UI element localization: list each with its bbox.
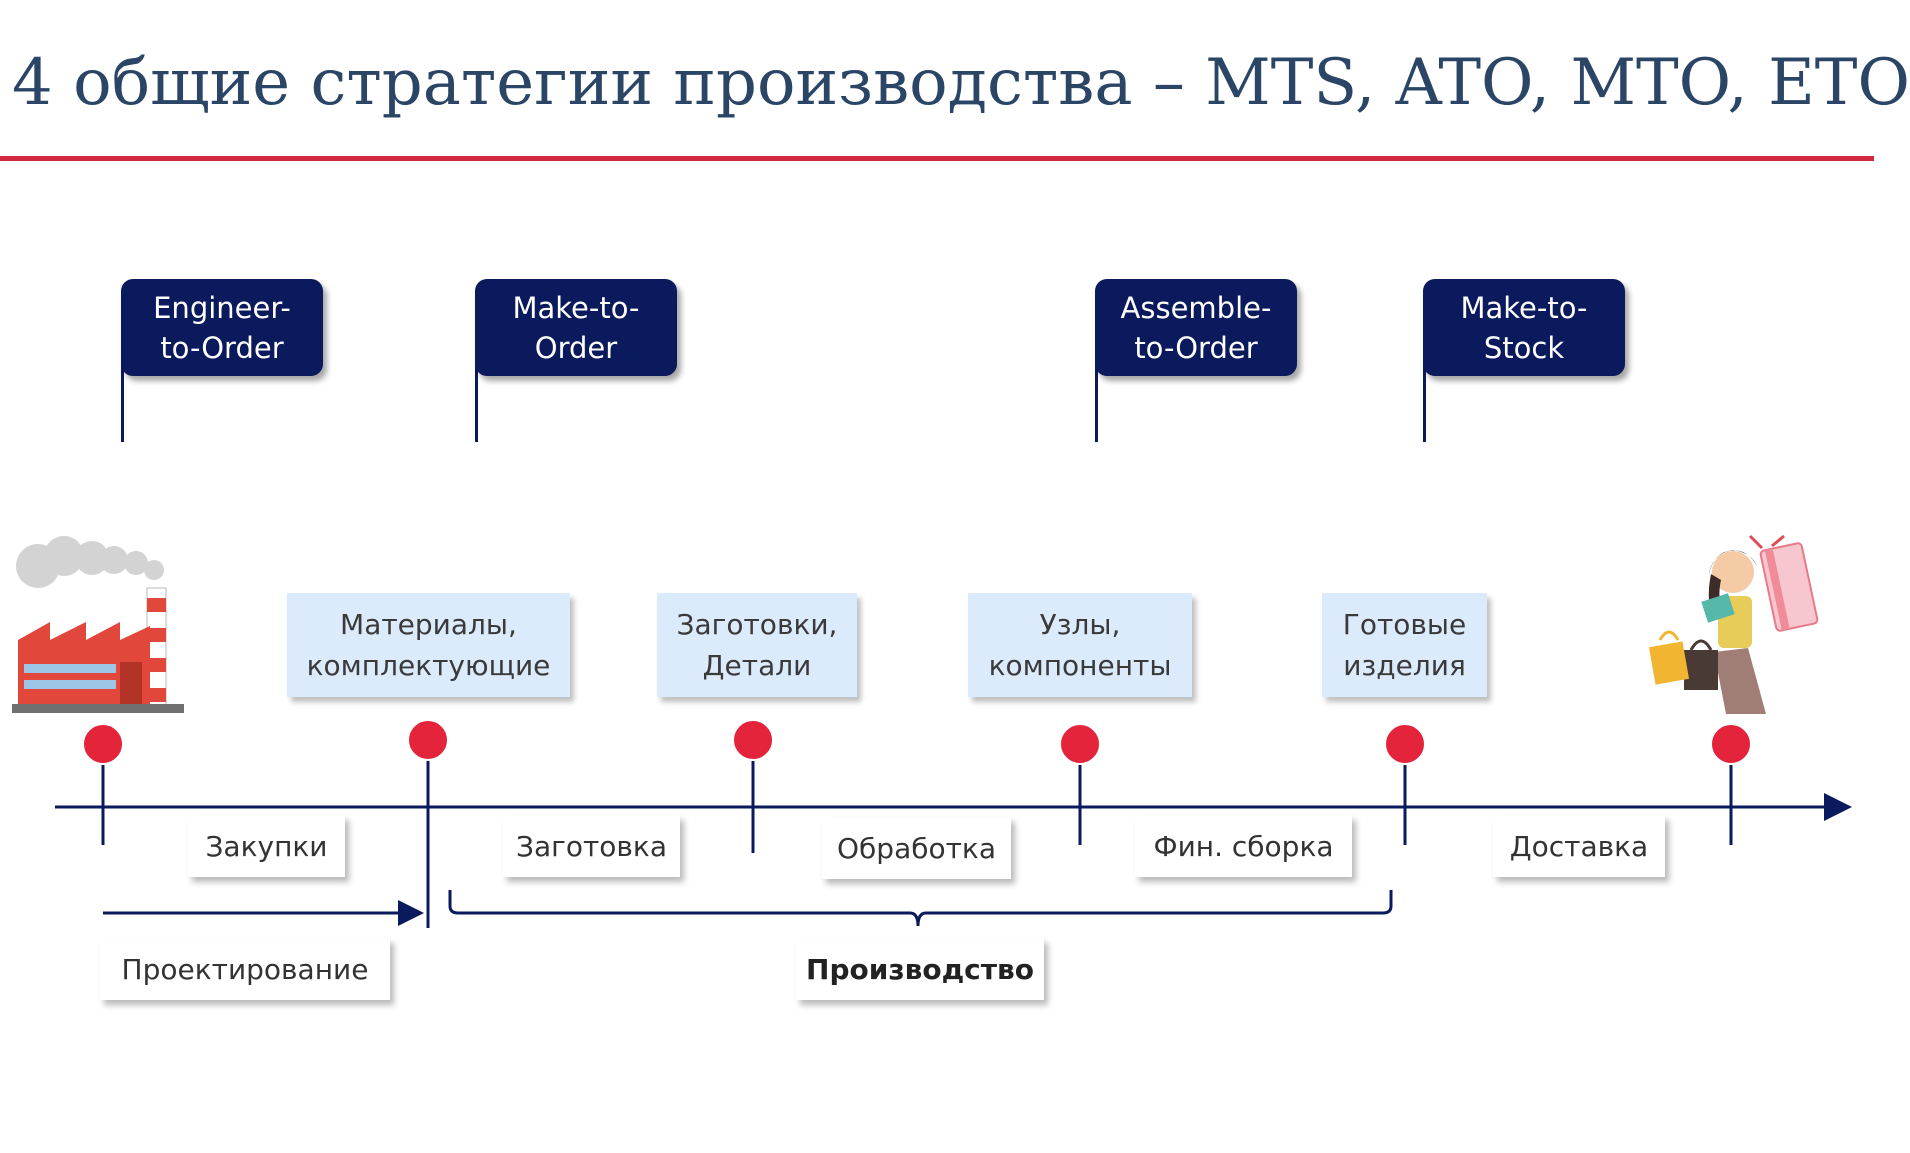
stage-blanks: Заготовки, Детали [657, 593, 857, 697]
factory-icon [12, 536, 184, 713]
strategy-pole-ato [1095, 360, 1098, 442]
strategy-engineer-to-order: Engineer- to-Order [121, 279, 323, 376]
milestone-dot [1384, 723, 1426, 765]
milestone-dot [82, 723, 124, 765]
strategy-pole-mts [1423, 360, 1426, 442]
milestone-dot [1710, 723, 1752, 765]
production-brace [448, 890, 1393, 927]
strategy-pole-mto [475, 360, 478, 442]
step-delivery: Доставка [1493, 815, 1665, 877]
timeline-arrowhead [1824, 793, 1852, 821]
milestone-dot [407, 719, 449, 761]
shopper-icon [1648, 534, 1819, 714]
title-divider [0, 156, 1874, 161]
strategy-make-to-order: Make-to- Order [475, 279, 677, 376]
step-final-assembly: Фин. сборка [1135, 815, 1352, 877]
design-arrowhead [398, 900, 424, 926]
strategy-make-to-stock: Make-to- Stock [1423, 279, 1625, 376]
milestone-dot [1059, 723, 1101, 765]
strategy-assemble-to-order: Assemble- to-Order [1095, 279, 1297, 376]
page-title: 4 общие стратегии производства – MTS, AT… [12, 46, 1910, 120]
production-label: Производство [796, 938, 1044, 1000]
step-processing: Обработка [822, 817, 1011, 879]
stage-finished-goods: Готовые изделия [1322, 593, 1487, 697]
design-label: Проектирование [100, 938, 390, 1000]
stage-components: Узлы, компоненты [968, 593, 1192, 697]
stage-materials: Материалы, комплектующие [287, 593, 570, 697]
step-procurement: Закупки [188, 815, 345, 877]
step-blanking: Заготовка [503, 815, 680, 877]
milestone-dot [732, 719, 774, 761]
strategy-pole-eto [121, 360, 124, 442]
